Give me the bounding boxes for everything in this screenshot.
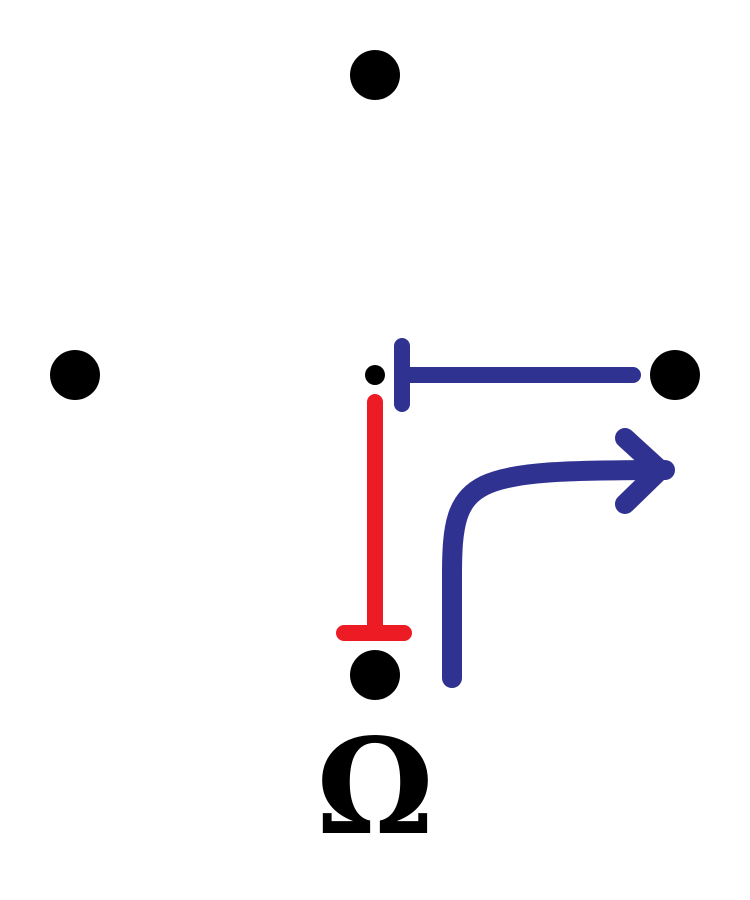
node-top	[350, 50, 400, 100]
node-right	[650, 350, 700, 400]
right-turn-arrow-path	[442, 460, 675, 688]
right-turn-arrow	[442, 428, 675, 688]
node-left	[50, 350, 100, 400]
blocked-path-bottom	[336, 394, 412, 641]
omega-symbol: Ω	[316, 718, 434, 858]
right-turn-arrow-head	[615, 428, 670, 514]
node-center-junction	[365, 365, 385, 385]
blocked-path-right	[394, 338, 641, 412]
node-bottom	[350, 650, 400, 700]
